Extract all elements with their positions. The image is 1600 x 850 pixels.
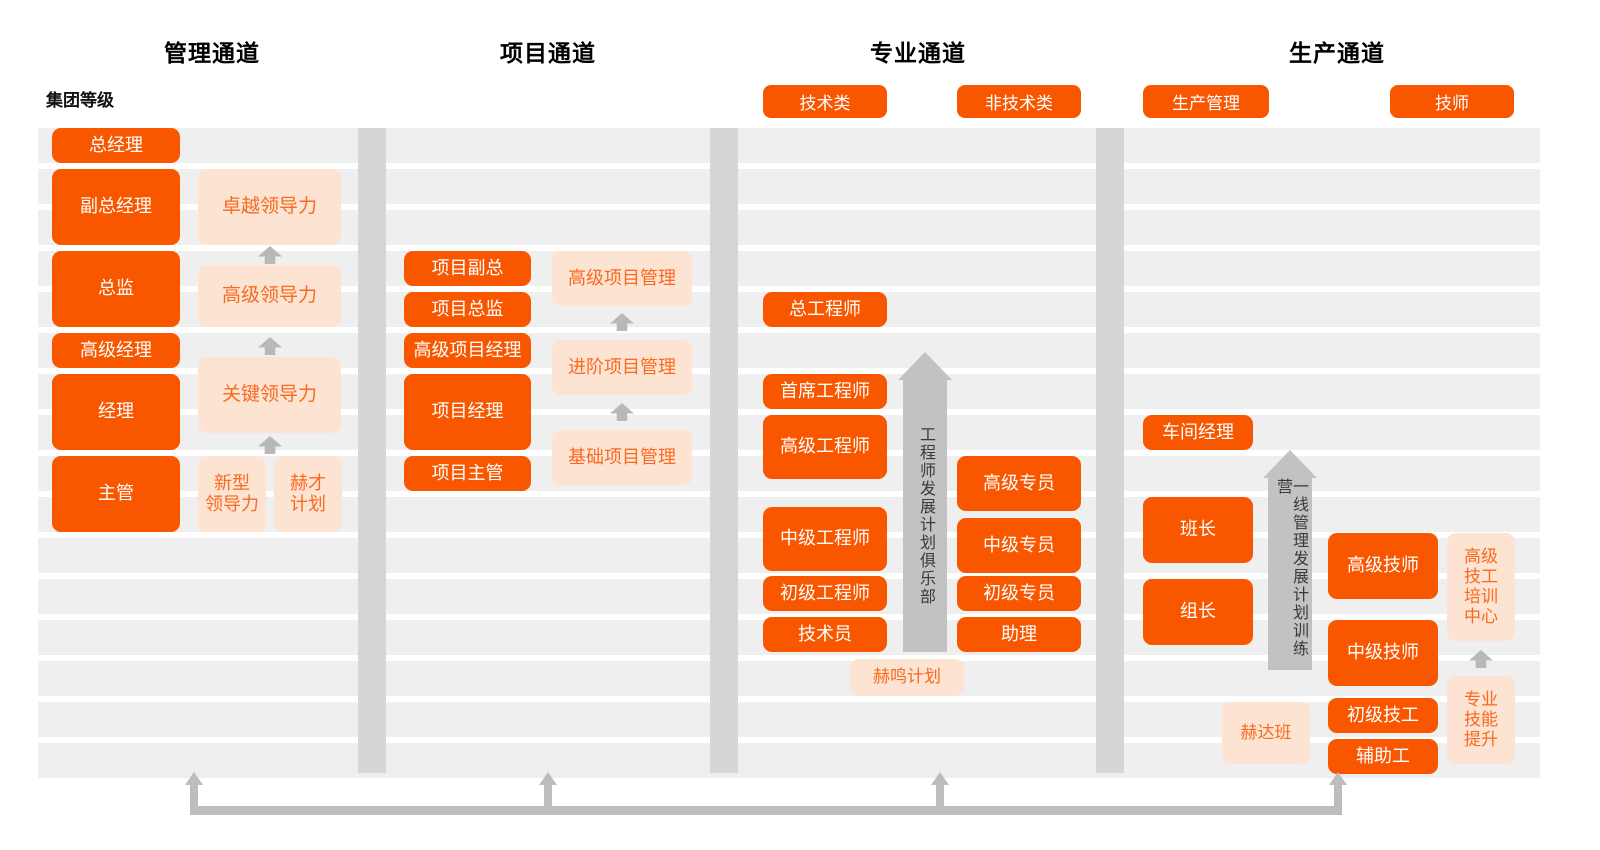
- position-box[interactable]: 总监: [52, 251, 180, 327]
- bottom-arrow-head-icon: [539, 772, 557, 785]
- channel-title-production: 生产通道: [1289, 40, 1385, 66]
- position-box[interactable]: 高级工程师: [763, 415, 887, 479]
- position-box[interactable]: 高级项目经理: [404, 333, 531, 368]
- position-box[interactable]: 初级技工: [1328, 698, 1438, 733]
- position-box[interactable]: 中级工程师: [763, 507, 887, 571]
- program-box[interactable]: 高级领导力: [198, 265, 341, 327]
- grid-row: [38, 128, 1540, 163]
- category-pill-production-management[interactable]: 生产管理: [1143, 85, 1269, 118]
- channel-title-management: 管理通道: [164, 40, 260, 66]
- bottom-arrow-head-icon: [931, 772, 949, 785]
- position-box[interactable]: 副总经理: [52, 169, 180, 245]
- position-box[interactable]: 项目副总: [404, 251, 531, 286]
- position-box[interactable]: 高级技师: [1328, 533, 1438, 599]
- program-box[interactable]: 基础项目管理: [552, 430, 692, 485]
- bottom-arrow-head-icon: [185, 772, 203, 785]
- channel-title-project: 项目通道: [500, 40, 596, 66]
- bottom-arrow-stem: [936, 784, 944, 808]
- bottom-arrow-stem: [1334, 784, 1342, 808]
- position-box[interactable]: 总经理: [52, 128, 180, 163]
- position-box[interactable]: 班长: [1143, 497, 1253, 563]
- position-box[interactable]: 技术员: [763, 617, 887, 652]
- channel-separator: [710, 128, 738, 773]
- position-box[interactable]: 总工程师: [763, 292, 887, 327]
- position-box[interactable]: 项目总监: [404, 292, 531, 327]
- arrow-head-icon: [898, 352, 952, 380]
- arrow-head-icon: [1263, 450, 1317, 478]
- position-box[interactable]: 初级工程师: [763, 576, 887, 611]
- program-box[interactable]: 高级 技工 培训 中心: [1447, 533, 1515, 641]
- grid-row: [38, 661, 1540, 696]
- program-box[interactable]: 专业 技能 提升: [1447, 676, 1515, 764]
- bottom-arrow-head-icon: [1329, 772, 1347, 785]
- position-box[interactable]: 车间经理: [1143, 415, 1253, 450]
- bottom-arrow-stem: [190, 784, 198, 808]
- position-box[interactable]: 辅助工: [1328, 739, 1438, 774]
- frontline-management-development-arrow: 一线管理发展计划训练营: [1263, 450, 1317, 670]
- position-box[interactable]: 项目经理: [404, 374, 531, 450]
- position-box[interactable]: 中级专员: [957, 518, 1081, 573]
- grid-row: [38, 702, 1540, 737]
- position-box[interactable]: 主管: [52, 456, 180, 532]
- program-box[interactable]: 赫达班: [1222, 702, 1310, 764]
- channel-title-professional: 专业通道: [870, 40, 966, 66]
- position-box[interactable]: 助理: [957, 617, 1081, 652]
- category-pill-technical[interactable]: 技术类: [763, 85, 887, 118]
- program-box[interactable]: 关键领导力: [198, 357, 341, 433]
- bottom-arrow-stem: [544, 784, 552, 808]
- frontline-development-arrow-label: 一线管理发展计划训练营: [1274, 478, 1307, 658]
- bottom-flow-bar: [190, 806, 1342, 815]
- engineer-development-arrow: 工程师发展计划俱乐部: [898, 352, 952, 652]
- program-box[interactable]: 新型 领导力: [198, 456, 266, 532]
- program-box[interactable]: 卓越领导力: [198, 169, 341, 245]
- group-level-label: 集团等级: [46, 91, 114, 110]
- program-box[interactable]: 赫才 计划: [274, 456, 342, 532]
- channel-separator: [358, 128, 386, 773]
- position-box[interactable]: 组长: [1143, 579, 1253, 645]
- position-box[interactable]: 高级专员: [957, 456, 1081, 511]
- engineer-development-arrow-label: 工程师发展计划俱乐部: [917, 426, 934, 606]
- position-box[interactable]: 项目主管: [404, 456, 531, 491]
- program-box[interactable]: 进阶项目管理: [552, 340, 692, 395]
- category-pill-technician[interactable]: 技师: [1390, 85, 1514, 118]
- position-box[interactable]: 初级专员: [957, 576, 1081, 611]
- channel-separator: [1096, 128, 1124, 773]
- position-box[interactable]: 高级经理: [52, 333, 180, 368]
- category-pill-nontechnical[interactable]: 非技术类: [957, 85, 1081, 118]
- grid-row: [38, 743, 1540, 778]
- program-box[interactable]: 高级项目管理: [552, 251, 692, 306]
- position-box[interactable]: 中级技师: [1328, 620, 1438, 686]
- position-box[interactable]: 首席工程师: [763, 374, 887, 409]
- position-box[interactable]: 经理: [52, 374, 180, 450]
- program-box[interactable]: 赫鸣计划: [850, 659, 964, 696]
